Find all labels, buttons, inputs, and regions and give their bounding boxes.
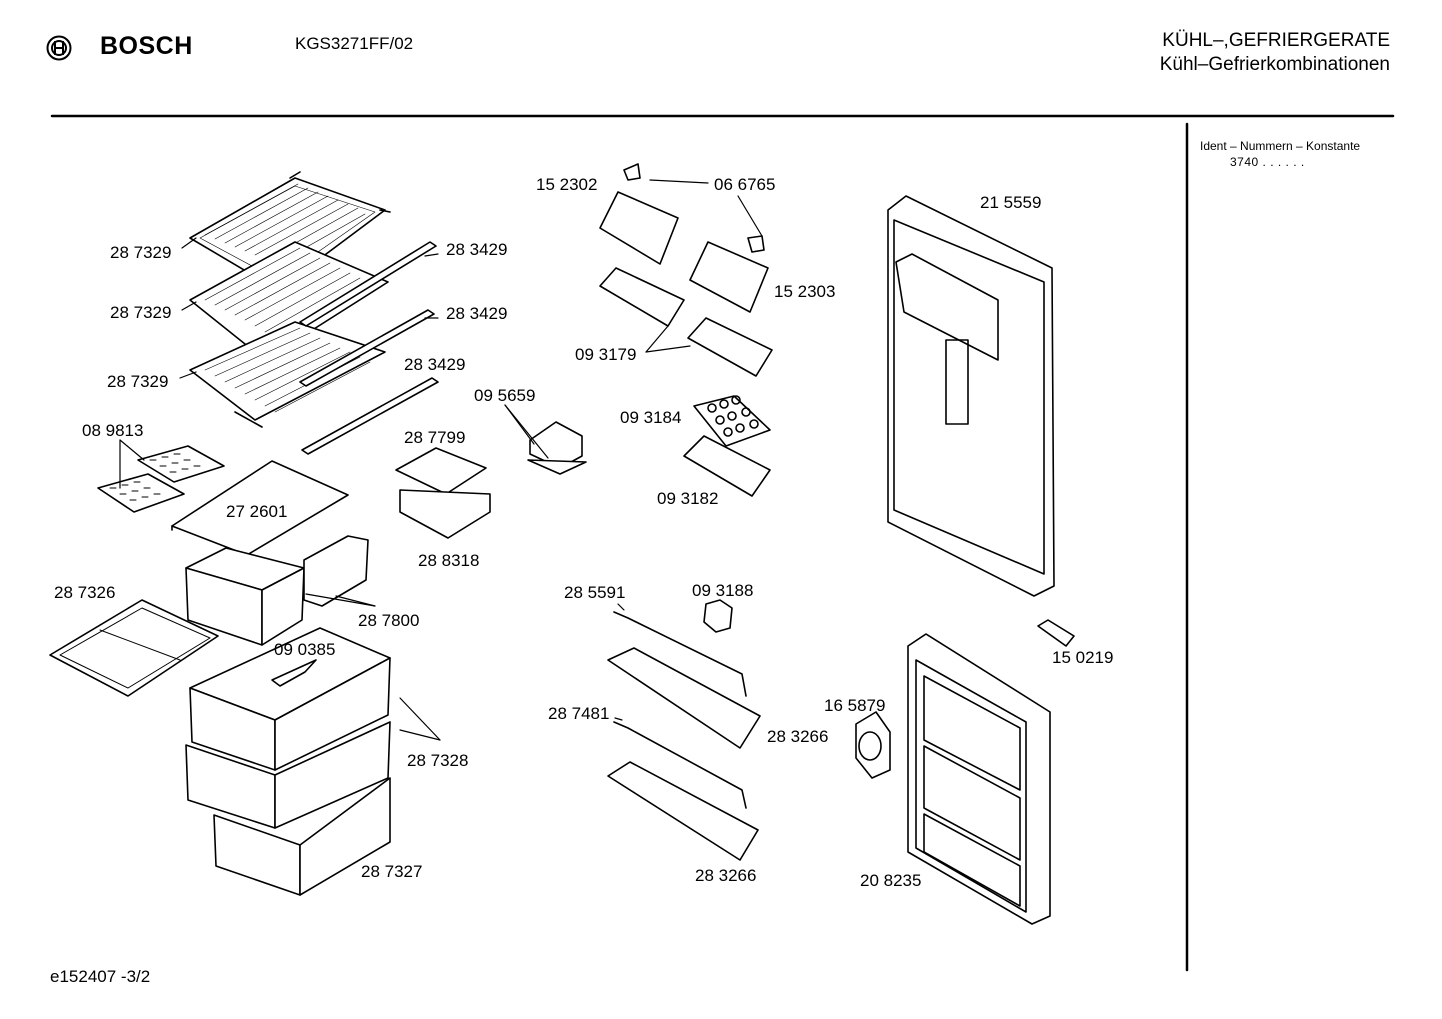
part-label: 28 7799 [404, 428, 465, 447]
small-container [527, 421, 587, 475]
freezer-drawer-3 [213, 777, 391, 896]
door-bin-lid-right [689, 241, 769, 313]
clip-part [703, 599, 733, 633]
wire-shelf-2 [189, 241, 389, 361]
part-label: 09 3179 [575, 345, 636, 364]
freezer-tray [49, 599, 219, 697]
fridge-door [887, 195, 1055, 597]
part-label: 28 3266 [695, 866, 756, 885]
footer-code: e152407 -3/2 [50, 967, 151, 986]
hinge-pin [623, 163, 641, 181]
part-label: 15 0219 [1052, 648, 1113, 667]
ice-tray-upper [137, 445, 225, 483]
hinge-pin-lower [747, 235, 765, 253]
category-title: KÜHL–,GEFRIERGERATE [1162, 30, 1390, 51]
bottle-rack-wire-2 [613, 721, 747, 809]
bottle-rack-wire-1 [613, 611, 747, 697]
shelf-trim-2 [299, 309, 435, 387]
part-label: 28 7328 [407, 751, 468, 770]
door-bin-small-left [599, 267, 685, 327]
butter-box-lid [395, 447, 487, 495]
freezer-drawer-2 [185, 721, 391, 829]
part-label: 06 6765 [714, 175, 775, 194]
part-label: 28 7481 [548, 704, 609, 723]
part-label: 09 5659 [474, 386, 535, 405]
door-bin-small-right [687, 317, 773, 377]
door-bin-egg [683, 435, 771, 497]
part-label: 28 7326 [54, 583, 115, 602]
bosch-logo-icon [46, 35, 72, 61]
leader-lines [119, 179, 763, 741]
ident-value: 3740 . . . . . . [1230, 155, 1305, 169]
part-label: 28 7327 [361, 862, 422, 881]
bottle-rack-2 [607, 761, 759, 861]
shelf-trim-3 [301, 377, 439, 455]
part-label: 28 7329 [110, 243, 171, 262]
part-label: 28 7800 [358, 611, 419, 630]
part-label: 20 8235 [860, 871, 921, 890]
part-label: 27 2601 [226, 502, 287, 521]
egg-tray [693, 395, 771, 447]
crisper-drawer-right [303, 535, 369, 607]
part-label: 09 3182 [657, 489, 718, 508]
wire-shelf-3 [189, 321, 386, 428]
shelf-trim-1 [299, 241, 437, 327]
freezer-door [907, 633, 1051, 925]
part-label: 08 9813 [82, 421, 143, 440]
part-label: 28 3429 [446, 304, 507, 323]
freezer-drawer-1 [189, 627, 391, 771]
part-label: 28 3429 [404, 355, 465, 374]
part-label: 28 5591 [564, 583, 625, 602]
part-label: 28 8318 [418, 551, 479, 570]
part-label: 21 5559 [980, 193, 1041, 212]
part-label: 09 3188 [692, 581, 753, 600]
bottle-rack-1 [607, 647, 761, 749]
door-bin-lid-left [599, 191, 679, 265]
part-label: 15 2302 [536, 175, 597, 194]
part-label: 09 3184 [620, 408, 681, 427]
part-label: 28 7329 [107, 372, 168, 391]
ident-heading: Ident – Nummern – Konstante [1200, 139, 1361, 153]
part-label: 09 0385 [274, 640, 335, 659]
part-label: 28 3429 [446, 240, 507, 259]
part-label: 28 3266 [767, 727, 828, 746]
butter-box [399, 489, 491, 539]
thermostat-knob [855, 711, 891, 779]
handle-part [1037, 619, 1075, 647]
crisper-drawer-left [185, 547, 305, 646]
part-label: 15 2303 [774, 282, 835, 301]
brand-name: BOSCH [100, 32, 193, 60]
part-label: 16 5879 [824, 696, 885, 715]
model-number: KGS3271FF/02 [295, 34, 414, 53]
category-subtitle: Kühl–Gefrierkombinationen [1159, 54, 1390, 75]
part-label: 28 7329 [110, 303, 171, 322]
